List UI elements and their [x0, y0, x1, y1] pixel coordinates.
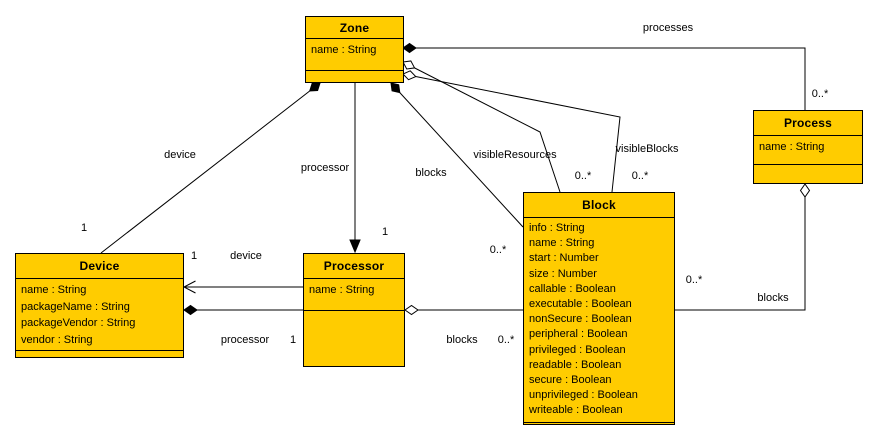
class-attribute: name : String — [309, 284, 375, 296]
hollow-diamond-icon — [402, 60, 416, 70]
class-device[interactable]: Device name : String packageName : String p… — [15, 253, 184, 358]
edge-label-visibleresources-mult: 0..* — [574, 170, 592, 182]
attributes-compartment: name : String — [304, 278, 404, 310]
edge-label-zone-processor-mult: 1 — [381, 226, 389, 238]
open-arrow-icon — [182, 280, 196, 294]
attributes-compartment: name : String packageName : String package… — [16, 278, 183, 350]
edge-label-process-blocks-mult: 0..* — [685, 274, 703, 286]
class-attribute: peripheral : Boolean — [529, 328, 628, 341]
class-attribute: start : Number — [529, 252, 599, 265]
edge-zone-block-visibleblocks[interactable] — [402, 73, 621, 193]
class-attribute: size : Number — [529, 267, 597, 280]
class-attribute: privileged : Boolean — [529, 343, 626, 356]
operations-compartment — [524, 422, 674, 424]
class-attribute: name : String — [311, 44, 377, 56]
class-attribute: packageName : String — [21, 300, 130, 313]
edge-label-processes-role: processes — [642, 22, 694, 34]
class-attribute: unprivileged : Boolean — [529, 389, 638, 402]
operations-compartment — [16, 350, 183, 357]
class-title: Processor — [323, 259, 385, 273]
class-attribute: vendor : String — [21, 333, 93, 346]
edge-label-processes-mult: 0..* — [811, 88, 829, 100]
operations-compartment — [304, 310, 404, 366]
class-attribute: secure : Boolean — [529, 374, 612, 387]
edge-label-device-processor-role: processor — [220, 334, 270, 346]
class-process[interactable]: Process name : String — [753, 110, 863, 184]
edge-label-zone-blocks-mult: 0..* — [489, 244, 507, 256]
edge-zone-process-processes[interactable] — [403, 47, 806, 110]
edge-label-zone-processor-role: processor — [300, 162, 350, 174]
edge-label-processor-blocks-mult: 0..* — [497, 334, 515, 346]
attributes-compartment: info : String name : String start : Number… — [524, 217, 674, 422]
edge-zone-block-blocks[interactable] — [390, 82, 524, 228]
edge-label-zone-device-mult: 1 — [80, 222, 88, 234]
class-attribute: readable : Boolean — [529, 358, 622, 371]
class-zone[interactable]: Zone name : String — [305, 16, 404, 83]
hollow-diamond-icon — [402, 70, 417, 81]
attributes-compartment: name : String — [754, 135, 862, 164]
hollow-diamond-icon — [404, 304, 419, 316]
edge-label-zone-blocks-role: blocks — [415, 167, 447, 179]
filled-diamond-icon — [390, 82, 401, 94]
operations-compartment — [754, 164, 862, 183]
class-title: Zone — [339, 20, 370, 35]
filled-arrow-icon — [349, 239, 361, 254]
filled-diamond-icon — [309, 82, 321, 92]
class-block[interactable]: Block info : String name : String start : N… — [523, 192, 675, 425]
edge-label-visibleblocks-mult: 0..* — [631, 170, 649, 182]
class-attribute: nonSecure : Boolean — [529, 313, 632, 326]
class-processor[interactable]: Processor name : String — [303, 253, 405, 367]
edge-label-zone-device-role: device — [164, 149, 196, 161]
class-attribute: callable : Boolean — [529, 282, 616, 295]
filled-diamond-icon — [402, 42, 417, 54]
class-title: Device — [79, 259, 120, 273]
operations-compartment — [306, 70, 403, 82]
edge-label-processor-blocks-role: blocks — [446, 334, 478, 346]
edge-label-process-blocks-role: blocks — [757, 292, 789, 304]
class-attribute: packageVendor : String — [21, 317, 136, 329]
edge-label-device-processor-mult: 1 — [289, 334, 297, 346]
hollow-diamond-icon — [799, 183, 811, 198]
edge-label-visibleresources-role: visibleResources — [473, 149, 557, 161]
class-attribute: info : String — [529, 222, 585, 234]
edge-process-block-blocks[interactable] — [675, 184, 806, 311]
edge-zone-block-visibleresources[interactable] — [402, 61, 561, 193]
edge-zone-device-device[interactable] — [100, 82, 321, 254]
class-title: Block — [582, 198, 616, 212]
class-attribute: name : String — [759, 141, 825, 153]
edge-label-visibleblocks-role: visibleBlocks — [615, 143, 679, 155]
class-attribute: name : String — [21, 284, 87, 296]
class-attribute: executable : Boolean — [529, 298, 632, 311]
filled-diamond-icon — [183, 304, 198, 316]
class-attribute: name : String — [529, 237, 595, 250]
attributes-compartment: name : String — [306, 38, 403, 70]
class-title: Process — [783, 116, 833, 130]
class-attribute: writeable : Boolean — [529, 404, 623, 417]
edge-label-processor-device-role: device — [230, 250, 262, 262]
edge-label-processor-device-mult: 1 — [190, 250, 198, 262]
